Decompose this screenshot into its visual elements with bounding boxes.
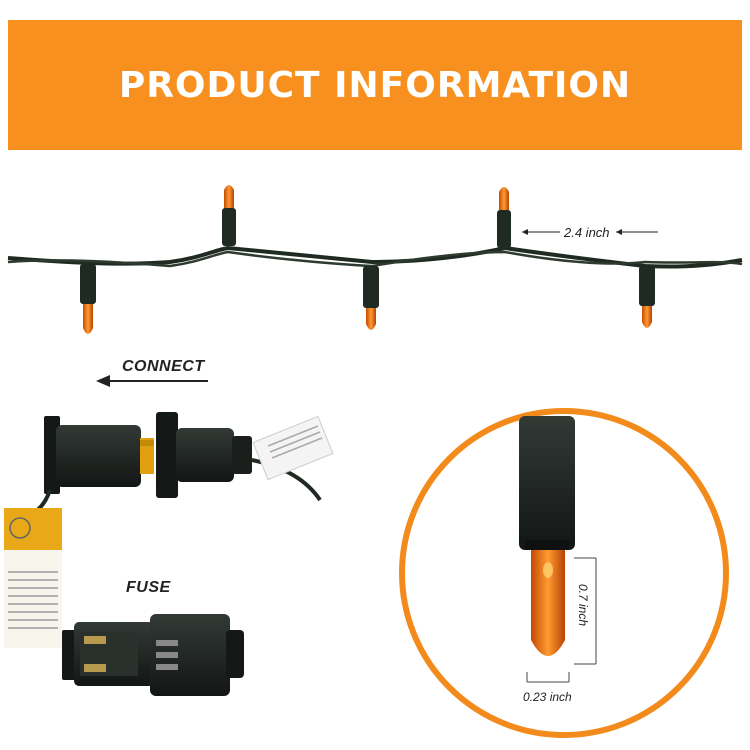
light-string: [7, 245, 743, 269]
bulb-down-1: [80, 264, 96, 334]
male-plug: [7, 416, 154, 522]
bulb-closeup: [399, 408, 729, 738]
product-info-banner: PRODUCT INFORMATION: [8, 20, 742, 150]
bulb-spacing-label: 2.4 inch: [564, 225, 610, 240]
connect-label: CONNECT: [122, 358, 205, 375]
bulb-width-label: 0.23 inch: [523, 690, 572, 704]
bulb-up-1: [222, 185, 236, 246]
bulb-up-2: [497, 187, 511, 248]
bulb-height-label: 0.7 inch: [576, 584, 590, 627]
string-wire: [7, 245, 743, 269]
bulb-down-3: [639, 266, 655, 328]
banner-title: PRODUCT INFORMATION: [118, 64, 632, 106]
fuse-label: FUSE: [126, 579, 171, 596]
height-dimension: [574, 557, 597, 665]
fuse-plug: [62, 614, 244, 696]
width-dimension: [526, 672, 570, 683]
warning-label: [4, 508, 62, 648]
spacing-dimension: [522, 229, 658, 235]
cord-tag: [252, 415, 334, 481]
connect-arrow: [96, 375, 208, 387]
bulb-down-2: [363, 266, 379, 330]
